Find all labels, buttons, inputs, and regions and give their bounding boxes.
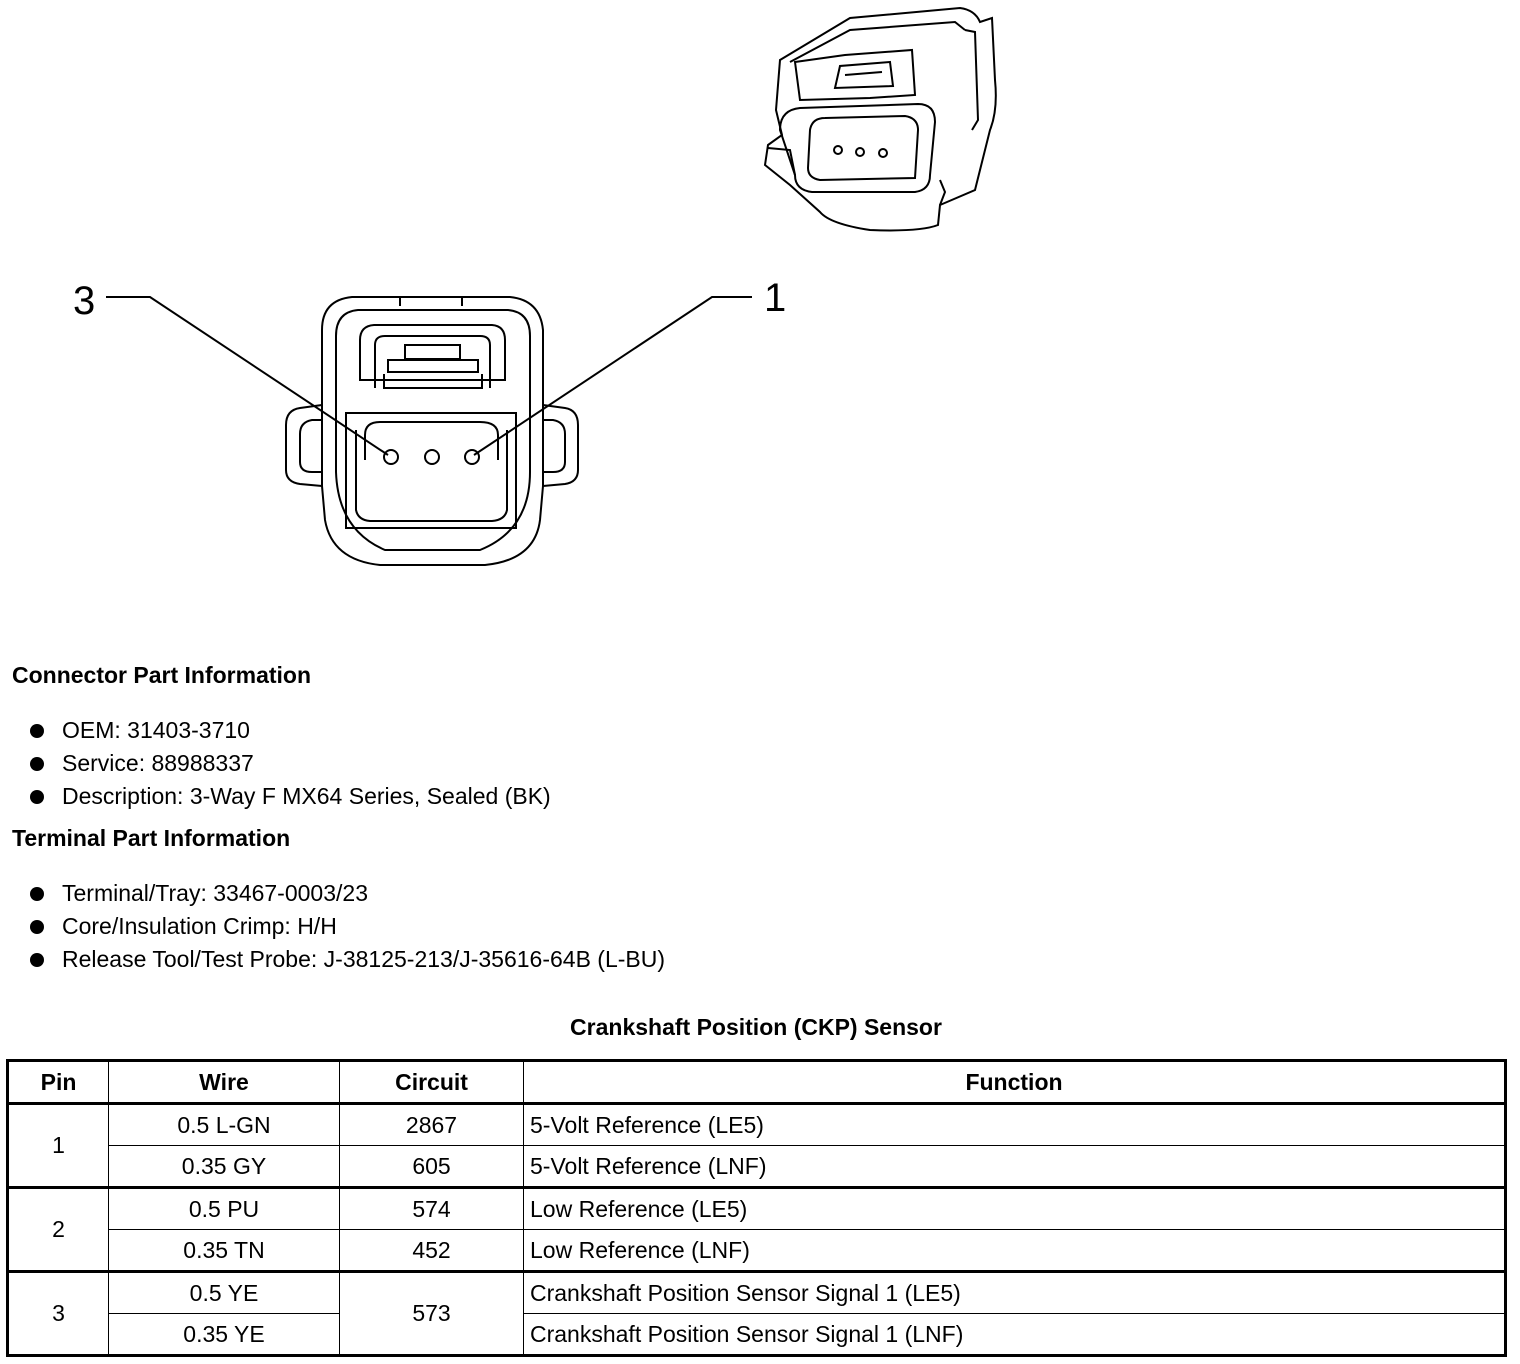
- list-item-text: Release Tool/Test Probe: J-38125-213/J-3…: [62, 946, 666, 972]
- table-header-row: Pin Wire Circuit Function: [7, 1060, 1506, 1105]
- callout-1-leader: [473, 296, 752, 456]
- connector-info-title: Connector Part Information: [12, 662, 312, 688]
- bullet-icon: [30, 920, 44, 934]
- function-cell: 5-Volt Reference (LE5): [523, 1103, 1506, 1146]
- table-row: 1 0.5 L-GN 2867 5-Volt Reference (LE5): [7, 1103, 1506, 1189]
- circuit-cell: 452: [339, 1229, 524, 1273]
- connector-info-list: OEM: 31403-3710 Service: 88988337 Descri…: [0, 714, 551, 813]
- pin-cell: 1: [7, 1103, 109, 1189]
- list-item-text: Service: 88988337: [62, 750, 254, 776]
- pin-cell: 2: [7, 1187, 109, 1273]
- connector-diagram: [106, 6, 997, 566]
- list-item: Core/Insulation Crimp: H/H: [0, 910, 665, 943]
- callout-1: 1: [764, 276, 787, 320]
- pinout-table: Pin Wire Circuit Function 1 0.5 L-GN 286…: [6, 1059, 1507, 1357]
- table-row: 0.35 TN 452 Low Reference (LNF): [8, 1229, 1506, 1273]
- wire-cell: 0.35 TN: [108, 1229, 340, 1273]
- circuit-cell: 574: [339, 1187, 524, 1230]
- callout-3-leader: [106, 296, 389, 456]
- function-cell: Crankshaft Position Sensor Signal 1 (LE5…: [523, 1271, 1506, 1314]
- list-item: Release Tool/Test Probe: J-38125-213/J-3…: [0, 943, 665, 976]
- wire-cell: 0.35 YE: [108, 1313, 340, 1356]
- callout-leaders: [106, 296, 752, 456]
- bullet-icon: [30, 724, 44, 738]
- bullet-icon: [30, 790, 44, 804]
- list-item-text: Terminal/Tray: 33467-0003/23: [62, 880, 368, 906]
- wire-cell: 0.5 PU: [108, 1187, 340, 1230]
- column-header-pin: Pin: [7, 1060, 109, 1105]
- circuit-cell: 573: [339, 1271, 524, 1356]
- wire-cell: 0.5 L-GN: [108, 1103, 340, 1146]
- list-item-text: OEM: 31403-3710: [62, 717, 250, 743]
- pin-cell: 3: [7, 1271, 109, 1356]
- circuit-cell: 605: [339, 1145, 524, 1189]
- function-cell: Crankshaft Position Sensor Signal 1 (LNF…: [523, 1313, 1506, 1356]
- list-item: Description: 3-Way F MX64 Series, Sealed…: [0, 780, 551, 813]
- list-item-text: Description: 3-Way F MX64 Series, Sealed…: [62, 783, 551, 809]
- connector-front-view: [285, 296, 579, 566]
- column-header-wire: Wire: [108, 1060, 340, 1105]
- wire-cell: 0.5 YE: [108, 1271, 340, 1314]
- table-title: Crankshaft Position (CKP) Sensor: [570, 1014, 942, 1040]
- table-row: 0.35 GY 605 5-Volt Reference (LNF): [8, 1145, 1506, 1189]
- function-cell: Low Reference (LE5): [523, 1187, 1506, 1230]
- bullet-icon: [30, 757, 44, 771]
- circuit-cell: 2867: [339, 1103, 524, 1146]
- function-cell: 5-Volt Reference (LNF): [523, 1145, 1506, 1189]
- column-header-function: Function: [523, 1060, 1506, 1105]
- terminal-info-list: Terminal/Tray: 33467-0003/23 Core/Insula…: [0, 877, 665, 976]
- wire-cell: 0.35 GY: [108, 1145, 340, 1189]
- list-item: Terminal/Tray: 33467-0003/23: [0, 877, 665, 910]
- column-header-circuit: Circuit: [339, 1060, 524, 1105]
- table-row: 3 0.5 YE 573 Crankshaft Position Sensor …: [7, 1271, 1506, 1356]
- bullet-icon: [30, 887, 44, 901]
- terminal-info-title: Terminal Part Information: [12, 825, 291, 851]
- list-item: OEM: 31403-3710: [0, 714, 551, 747]
- list-item: Service: 88988337: [0, 747, 551, 780]
- table-row: 0.35 YE Crankshaft Position Sensor Signa…: [8, 1313, 1506, 1356]
- callout-3: 3: [73, 279, 96, 323]
- function-cell: Low Reference (LNF): [523, 1229, 1506, 1273]
- connector-isometric-view: [763, 6, 997, 232]
- table-row: 2 0.5 PU 574 Low Reference (LE5): [7, 1187, 1506, 1273]
- bullet-icon: [30, 953, 44, 967]
- list-item-text: Core/Insulation Crimp: H/H: [62, 913, 337, 939]
